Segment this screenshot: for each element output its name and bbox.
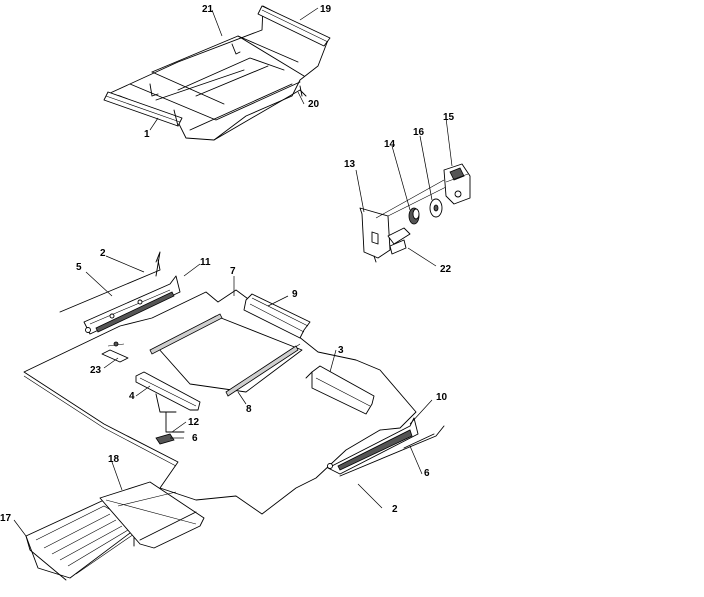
right-runner-assembly [327,417,445,477]
callout-17: 17 [0,513,12,524]
callout-10: 10 [436,392,448,403]
callout-8: 8 [246,404,252,415]
callout-1: 1 [144,129,150,140]
callout-6-left: 6 [192,433,198,444]
callout-labels: 21 19 20 1 13 14 16 15 22 2 5 11 7 9 3 1… [0,4,455,524]
left-runner-assembly [59,251,181,335]
callout-4: 4 [129,391,135,402]
callout-2-top: 2 [100,248,106,259]
callout-3: 3 [338,345,344,356]
callout-15: 15 [443,112,455,123]
main-floor-panel [23,289,417,515]
callout-12: 12 [188,417,200,428]
part-23 [101,341,129,363]
link-bar-4 [135,371,201,445]
callout-23: 23 [90,365,102,376]
callout-20: 20 [308,99,320,110]
callout-19: 19 [320,4,332,15]
callout-14: 14 [384,139,396,150]
callout-16: 16 [413,127,425,138]
rail-9 [243,293,311,339]
upper-shelf-assembly [103,5,331,141]
callout-11: 11 [200,257,211,268]
crisper-drawer-assembly [25,481,205,581]
callout-22: 22 [440,264,452,275]
hinge-assembly [359,163,471,263]
bracket-3 [305,365,375,415]
callout-9: 9 [292,289,298,300]
callout-7: 7 [230,266,236,277]
callout-18: 18 [108,454,120,465]
leader-lines [13,7,453,537]
callout-21: 21 [202,4,214,15]
callout-6-right: 6 [424,468,430,479]
callout-13: 13 [344,159,356,170]
callout-2-bottom: 2 [392,504,398,515]
callout-5: 5 [76,262,82,273]
